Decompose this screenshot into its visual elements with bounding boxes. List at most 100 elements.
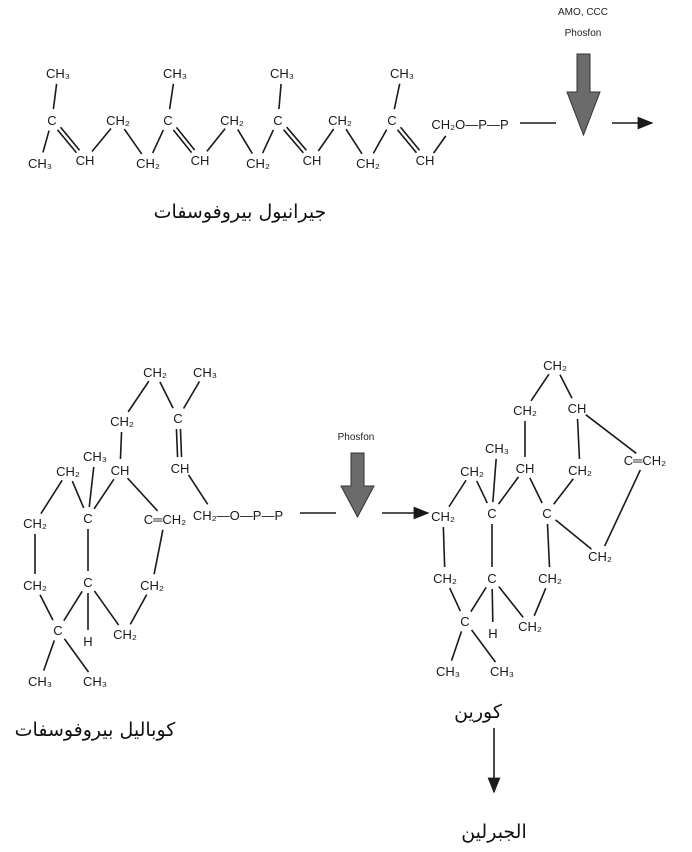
inhibitor-label-phosfon-top: Phosfon xyxy=(565,28,602,39)
ggpp-bond xyxy=(206,128,226,152)
ggpp-atom: CH₂ xyxy=(328,113,352,128)
kaurene-atom: C xyxy=(460,614,469,629)
ggpp-bond xyxy=(345,128,363,155)
kaurene-bond xyxy=(546,523,551,568)
ggpp-bond xyxy=(278,83,282,110)
inhibitor-label-phosfon-bottom: Phosfon xyxy=(338,432,375,443)
ggpp-atom: C xyxy=(47,113,56,128)
ggpp-double-bond xyxy=(286,126,308,151)
kaurene-bond xyxy=(553,478,574,505)
ggpp-atom: CH₂ xyxy=(246,156,270,171)
copalyl-bond xyxy=(182,381,201,409)
ggpp-atom: CH₂ xyxy=(136,156,160,171)
inhibition-arrow-top-icon xyxy=(566,53,601,137)
copalyl-atom: C xyxy=(173,411,182,426)
kaurene-bond xyxy=(448,479,467,508)
ggpp-atom: CH xyxy=(76,153,95,168)
kaurene-bond xyxy=(498,586,524,618)
copalyl-atom: CH₂ xyxy=(113,627,137,642)
ggpp-atom: C xyxy=(163,113,172,128)
copalyl-bond xyxy=(71,480,85,509)
kaurene-bond xyxy=(491,588,494,623)
copalyl-atom: CH₂ xyxy=(140,578,164,593)
copalyl-atom: H xyxy=(83,634,92,649)
kaurene-bond xyxy=(585,414,637,454)
kaurene-atom: CH₂ xyxy=(433,571,457,586)
copalyl-atom: C xyxy=(83,575,92,590)
ggpp-bond xyxy=(42,130,50,153)
ggpp-double-bond xyxy=(282,129,304,154)
kaurene-atom: CH xyxy=(516,461,535,476)
ggpp-atom: C xyxy=(273,113,282,128)
ggpp-bond xyxy=(372,129,388,154)
ggpp-bond xyxy=(52,83,58,110)
kaurene-atom: CH xyxy=(568,401,587,416)
ggpp-atom: CH xyxy=(191,153,210,168)
ggpp-atom: CH xyxy=(303,153,322,168)
copalyl-double-bond xyxy=(175,429,179,458)
copalyl-atom: CH₂ xyxy=(23,516,47,531)
copalyl-atom: CH₃ xyxy=(28,674,52,689)
kaurene-atom: CH₃ xyxy=(436,664,460,679)
copalyl-bond xyxy=(42,640,56,671)
ggpp-name: جيرانيول بيروفوسفات xyxy=(154,201,327,223)
ggpp-atom: CH₂O—P—P xyxy=(431,117,508,132)
copalyl-bond xyxy=(40,479,63,515)
kaurene-bond xyxy=(576,418,581,460)
copalyl-atom: C xyxy=(83,511,92,526)
kaurene-bond xyxy=(470,586,487,613)
copalyl-atom: CH₃ xyxy=(83,674,107,689)
kaurene-atom: CH₂ xyxy=(513,403,537,418)
kaurene-atom: H xyxy=(488,626,497,641)
kaurene-bond xyxy=(450,631,463,661)
kaurene-bond xyxy=(492,458,497,503)
ggpp-bond xyxy=(168,83,175,110)
kaurene-atom: CH₃ xyxy=(485,441,509,456)
copalyl-bond xyxy=(63,638,90,673)
kaurene-bond xyxy=(555,519,592,550)
kaurene-bond xyxy=(529,477,543,504)
copalyl-atom: CH₂—O—P—P xyxy=(193,508,283,523)
inhibitor-label-amo-ccc: AMO, CCC xyxy=(558,7,608,18)
kaurene-name: كورين xyxy=(454,701,503,723)
copalyl-bond xyxy=(39,594,54,621)
copalyl-atom: CH₃ xyxy=(83,449,107,464)
ggpp-atom: CH xyxy=(416,153,435,168)
inhibition-arrow-bottom-icon xyxy=(340,452,375,519)
copalyl-name: كوباليل بيروفوسفات xyxy=(15,719,177,741)
ggpp-double-bond xyxy=(172,129,193,154)
kaurene-atom: CH₂ xyxy=(568,463,592,478)
kaurene-bond xyxy=(559,374,573,399)
kaurene-atom: CH₂ xyxy=(518,619,542,634)
copalyl-bond xyxy=(93,590,120,626)
ggpp-atom: CH₃ xyxy=(270,66,294,81)
copalyl-bond xyxy=(187,474,209,505)
ggpp-atom: CH₃ xyxy=(28,156,52,171)
kaurene-atom: CH₂ xyxy=(538,571,562,586)
ggpp-double-bond xyxy=(56,129,78,154)
kaurene-atom: C xyxy=(487,571,496,586)
copalyl-bond xyxy=(119,431,123,460)
kaurene-atom: C xyxy=(542,506,551,521)
copalyl-bond xyxy=(126,477,159,512)
kaurene-bond xyxy=(533,587,547,617)
kaurene-bond xyxy=(448,587,462,612)
ggpp-atom: CH₂ xyxy=(356,156,380,171)
kaurene-atom: CH₂ xyxy=(588,549,612,564)
ggpp-bond xyxy=(393,83,401,110)
ggpp-atom: CH₂ xyxy=(106,113,130,128)
ggpp-atom: CH₃ xyxy=(163,66,187,81)
kaurene-atom: CH₂ xyxy=(460,464,484,479)
copalyl-double-bond xyxy=(179,428,183,457)
kaurene-bond xyxy=(442,526,446,568)
copalyl-bond xyxy=(153,529,164,575)
ggpp-bond xyxy=(261,129,275,154)
ggpp-double-bond xyxy=(396,129,418,154)
ggpp-double-bond xyxy=(175,126,196,151)
kaurene-bond xyxy=(470,629,497,663)
gibberellin-name: الجبرلين xyxy=(461,821,527,843)
ggpp-double-bond xyxy=(399,126,421,151)
ggpp-bond xyxy=(237,128,253,155)
